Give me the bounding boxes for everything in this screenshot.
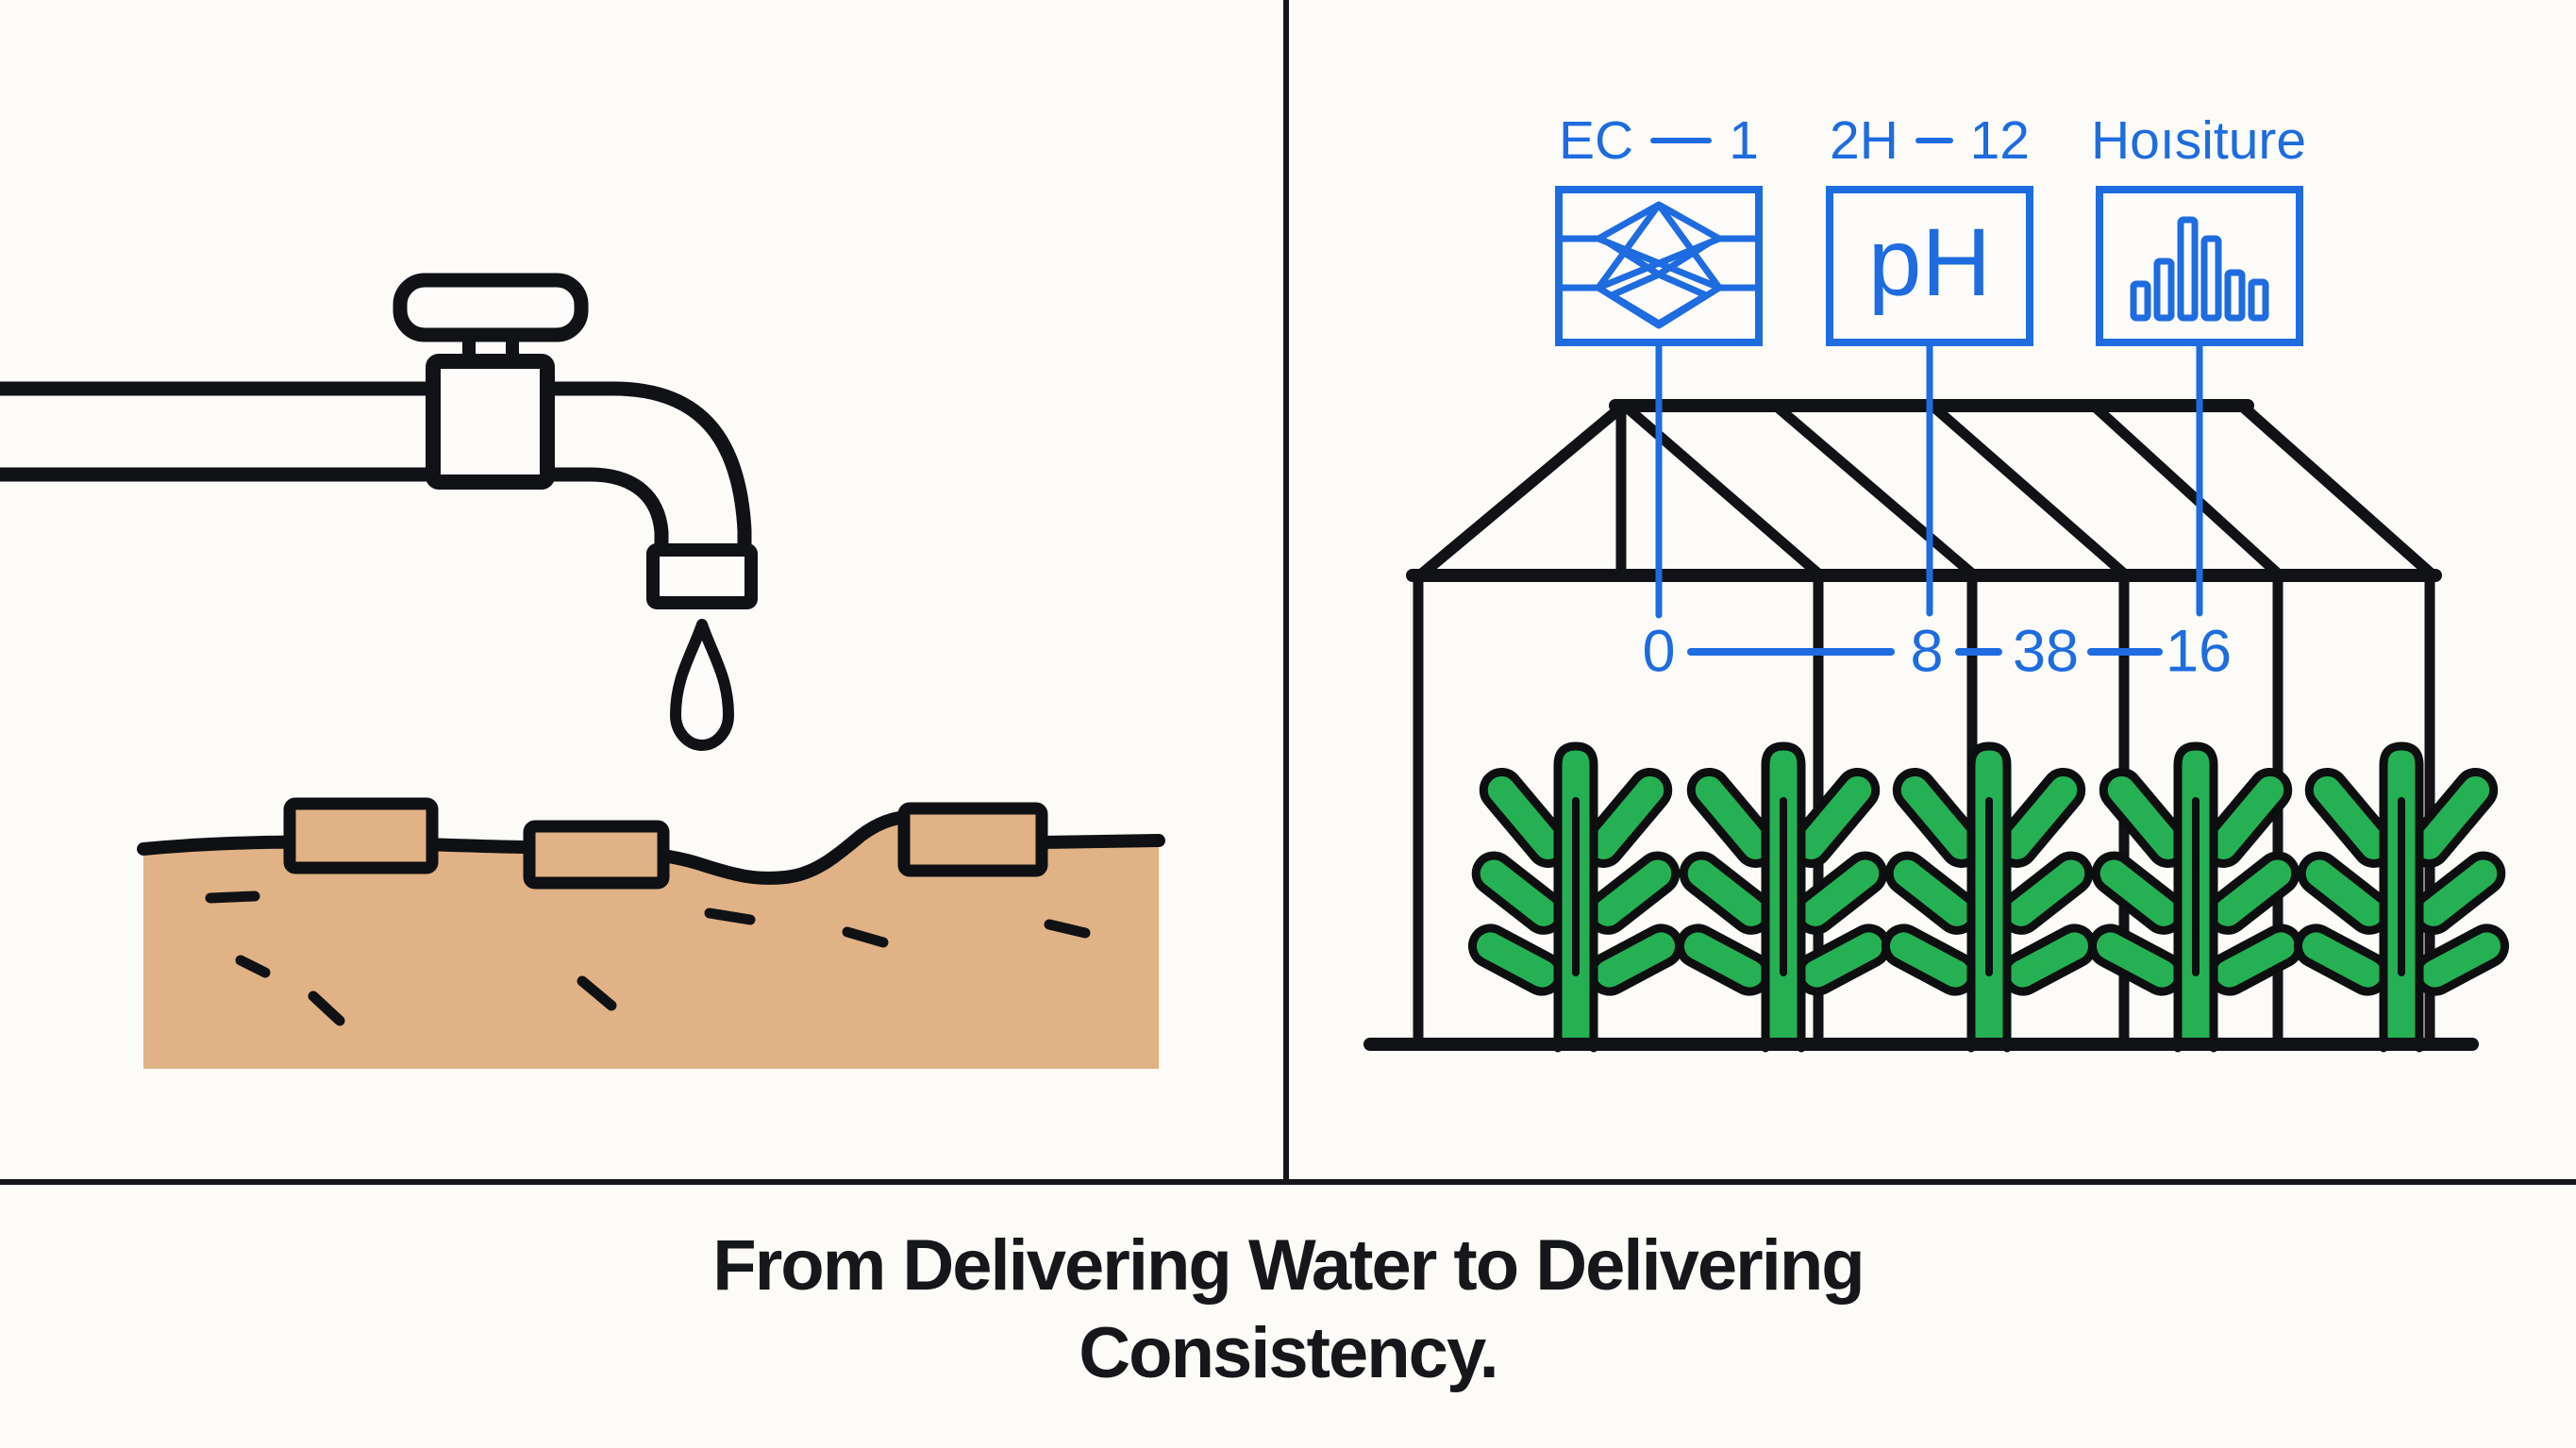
panel-divider	[1283, 0, 1289, 1185]
reading-moisture: 16	[2165, 618, 2233, 685]
soil-with-sensor-blocks-icon	[137, 797, 1165, 1069]
plants	[1466, 746, 2511, 1048]
caption: From Delivering Water to Delivering Cons…	[0, 1223, 2576, 1397]
reading-middle: 38	[2012, 618, 2080, 685]
sensor-box-ec	[1555, 186, 1763, 346]
caption-divider	[0, 1179, 2576, 1185]
sensor-label-moisture: Hoısiture	[2091, 110, 2307, 171]
reading-ec: 0	[1642, 618, 1676, 685]
caption-line-2: Consistency.	[1079, 1312, 1498, 1393]
sensor-label-ec: EC 1	[1559, 110, 1759, 171]
artwork	[0, 273, 2576, 1069]
sensor-box-moisture	[2096, 186, 2303, 346]
sensor-label-ph: 2H 12	[1830, 110, 2030, 171]
soil-dashes	[205, 890, 1091, 1026]
sensor-label-prefix: EC	[1559, 110, 1634, 171]
sensor-connectors	[1655, 342, 2203, 656]
caption-line-1: From Delivering Water to Delivering	[712, 1225, 1865, 1306]
sensor-block	[283, 797, 1048, 890]
sensor-label-prefix: Hoısiture	[2091, 110, 2307, 171]
water-drop-icon	[670, 619, 734, 751]
label-dash-line	[1915, 138, 1953, 143]
sensor-label-prefix: 2H	[1830, 110, 1899, 171]
label-dash-line	[1650, 138, 1713, 143]
ph-icon: pH	[1867, 208, 1992, 316]
sensor-box-ph: pH	[1826, 186, 2033, 346]
sensor-label-value: 12	[1969, 110, 2030, 171]
bar-chart-icon	[2130, 216, 2269, 322]
sensor-label-value: 1	[1729, 110, 1759, 171]
faucet-icon	[0, 273, 758, 609]
network-icon	[1563, 201, 1755, 329]
reading-ph: 8	[1910, 618, 1944, 685]
